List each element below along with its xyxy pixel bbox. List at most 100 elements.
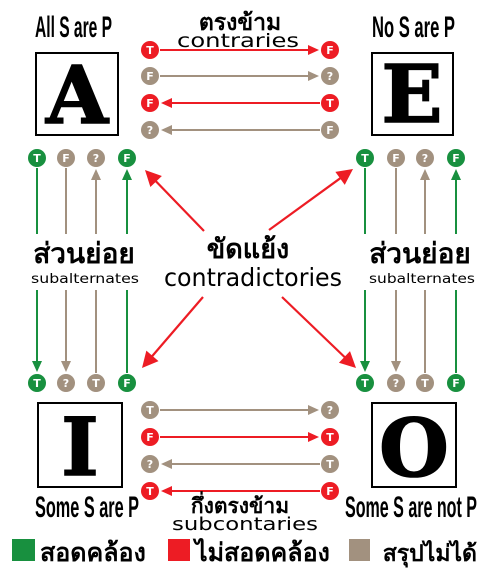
subalternates-left-row-1-arrowhead [32, 361, 42, 372]
subcontraries-label: กึ่งตรงข้าม subcontaries [172, 490, 318, 535]
corner-e-letter: E [382, 47, 443, 141]
subcontraries-row-2-o-badge [321, 428, 339, 446]
legend-item-3: สรุปไม่ได้ [349, 539, 477, 568]
subalternates-right-row-4-e-value: F [452, 152, 460, 165]
subcontraries-row-3-i-badge [141, 455, 159, 473]
contradictories-to-o-arrowhead [338, 351, 356, 368]
subcontraries-row-2-o-value: T [326, 431, 334, 444]
contraries-row-1-e-badge [321, 41, 339, 59]
corner-e: No S are P E [371, 11, 455, 142]
contraries-row-3-e-value: T [326, 97, 334, 110]
corner-e-label: No S are P [372, 11, 455, 44]
contraries-row-3-a-value: F [146, 97, 154, 110]
legend-item-2: ไม่สอดคล้อง [168, 537, 330, 567]
corner-a-letter: A [45, 48, 109, 142]
subalternates-left-english: subalternates [31, 272, 139, 287]
contraries-row-1-e-value: F [326, 44, 334, 57]
subalternates-right-row-2-o-badge [387, 374, 405, 392]
contraries-row-4-e-badge [321, 121, 339, 139]
contradictories-thai: ขัดแย้ง [207, 234, 289, 265]
subalternates-left-row-2-i-value: ? [63, 377, 69, 390]
subcontraries-row-3-o-value: T [326, 458, 334, 471]
contradictories-label: ขัดแย้ง contradictories [164, 234, 342, 292]
contradictories-english: contradictories [164, 263, 342, 292]
legend: สอดคล้อง ไม่สอดคล้อง สรุปไม่ได้ [12, 537, 477, 568]
contraries-english: contraries [177, 30, 299, 52]
contraries-row-3-a-badge [141, 94, 159, 112]
subalternates-right-row-4-e-badge [447, 149, 465, 167]
contradictories-to-a-arrow-line [154, 180, 205, 232]
contraries-row-2-a-value: F [146, 70, 154, 83]
subalternates-left-label: ส่วนย่อย subalternates [31, 237, 139, 287]
subalternates-left-row-1-i-badge [28, 374, 46, 392]
subalternates-right-english: subalternates [369, 272, 475, 287]
subcontraries-row-3-o-badge [321, 455, 339, 473]
subcontraries-row-4-i-value: T [146, 485, 154, 498]
corner-i-box [37, 402, 123, 488]
subalternates-right-row-3-e-value: ? [422, 152, 428, 165]
subalternates-left-row-3-a-value: ? [93, 152, 99, 165]
contraries-row-4-a-badge [141, 121, 159, 139]
subalternates-right-row-1-arrowhead [360, 361, 370, 372]
subalternates-right-row-2-o-value: ? [393, 377, 399, 390]
contradictories-to-e-arrowhead [335, 169, 353, 185]
contradictories-arrows [142, 169, 356, 368]
corner-i: I Some S are P [35, 399, 139, 524]
subalternates-right-row-4-o-badge [447, 374, 465, 392]
subcontraries-row-1-o-value: ? [327, 404, 333, 417]
subcontraries-row-3-i-value: ? [147, 458, 153, 471]
subalternates-left-thai: ส่วนย่อย [33, 237, 135, 270]
contraries-row-3-e-badge [321, 94, 339, 112]
subcontraries-row-4-i-badge [141, 482, 159, 500]
subcontraries-row-3-arrowhead [161, 459, 172, 469]
contraries-row-2: F? [141, 67, 339, 85]
corner-o: O Some S are not P [345, 400, 477, 524]
corner-i-label: Some S are P [35, 491, 139, 524]
subcontraries-row-2-i-badge [141, 428, 159, 446]
corner-o-letter: O [379, 401, 449, 495]
subalternates-left-row-2-arrowhead [61, 361, 71, 372]
subalternates-right-row-1-e-value: T [361, 152, 369, 165]
subalternates-right-label-bg [358, 234, 478, 290]
contraries-row-2-a-badge [141, 67, 159, 85]
subalternates-left-row-1-a-badge [28, 149, 46, 167]
contraries-row-3: TF [141, 94, 339, 112]
contradictories-to-e-arrow-line [268, 176, 342, 231]
subalternates-left-row-2-a-badge [57, 149, 75, 167]
subcontraries-row-1-o-badge [321, 401, 339, 419]
contraries-row-2-e-value: ? [327, 70, 333, 83]
subalternates-right-row-2-e-value: F [392, 152, 400, 165]
contraries-row-1-a-value: T [146, 44, 154, 57]
subcontraries-row-1-arrowhead [308, 405, 319, 415]
subcontraries-row-4-o-badge [321, 482, 339, 500]
subcontraries-row-2-i-value: F [146, 431, 154, 444]
legend-swatch-tan [349, 539, 370, 561]
subalternates-left-row-2-a-value: F [62, 152, 70, 165]
subalternates-right-thai: ส่วนย่อย [369, 237, 471, 270]
contradictories-to-i-arrowhead [142, 350, 159, 368]
subalternates-left-row-4-arrowhead [122, 169, 132, 180]
contraries-row-1-arrowhead [308, 45, 319, 55]
subalternates-left-row-3-a-badge [87, 149, 105, 167]
legend-label-1: สอดคล้อง [40, 538, 146, 567]
subcontraries-row-1-i-badge [141, 401, 159, 419]
corner-a-box [35, 52, 119, 136]
subcontraries-row-4-o-value: F [326, 485, 334, 498]
subalternates-right-label: ส่วนย่อย subalternates [369, 237, 475, 287]
subalternates-right-row-4-arrowhead [451, 169, 461, 180]
subalternates-right-row-1-o-value: T [361, 377, 369, 390]
contraries-row-3-arrowhead [161, 98, 172, 108]
contraries-thai: ตรงข้าม [199, 10, 281, 36]
corner-i-letter: I [61, 400, 98, 494]
contraries-row-1-a-badge [141, 41, 159, 59]
legend-label-2: ไม่สอดคล้อง [192, 537, 330, 567]
corner-e-box [371, 52, 454, 136]
legend-item-1: สอดคล้อง [12, 538, 146, 567]
subalternates-left-row-4-i-value: F [123, 377, 131, 390]
subalternates-left-row-4-i-badge [118, 374, 136, 392]
subcontraries-row-1: T? [141, 401, 339, 419]
corner-o-label: Some S are not P [345, 491, 477, 524]
